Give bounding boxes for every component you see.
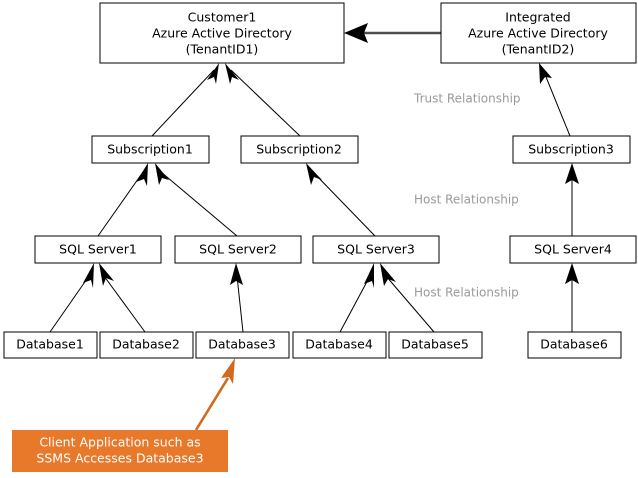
node-subscription1[interactable]: Subscription1 bbox=[91, 135, 210, 164]
database4-label: Database4 bbox=[305, 337, 373, 352]
node-database1[interactable]: Database1 bbox=[3, 331, 98, 359]
database2-label: Database2 bbox=[112, 337, 180, 352]
node-database5[interactable]: Database5 bbox=[388, 331, 483, 359]
callout-client-application[interactable]: Client Application such as SSMS Accesses… bbox=[12, 430, 228, 472]
edge-subscription3-to-integrated bbox=[539, 63, 571, 137]
subscription1-label: Subscription1 bbox=[107, 142, 193, 157]
node-database6[interactable]: Database6 bbox=[527, 331, 622, 359]
label-trust-relationship: Trust Relationship bbox=[413, 92, 521, 106]
sqlserver2-label: SQL Server2 bbox=[199, 242, 277, 257]
sqlserver3-label: SQL Server3 bbox=[337, 242, 415, 257]
sqlserver4-label: SQL Server4 bbox=[534, 242, 612, 257]
node-sqlserver1[interactable]: SQL Server1 bbox=[34, 235, 162, 264]
edge-database1-to-sqlserver1 bbox=[49, 263, 94, 333]
integrated-line1: Integrated bbox=[505, 10, 570, 25]
edge-sqlserver4-to-subscription3 bbox=[565, 163, 579, 236]
edge-database6-to-sqlserver4 bbox=[565, 263, 579, 332]
subscription2-label: Subscription2 bbox=[256, 142, 342, 157]
edge-sqlserver3-to-subscription2 bbox=[306, 163, 376, 237]
edge-database3-to-sqlserver2 bbox=[230, 263, 244, 333]
node-customer1-aad[interactable]: Customer1 Azure Active Directory (Tenant… bbox=[99, 2, 345, 64]
node-database3[interactable]: Database3 bbox=[195, 331, 290, 359]
node-subscription3[interactable]: Subscription3 bbox=[512, 135, 631, 164]
node-database4[interactable]: Database4 bbox=[292, 331, 387, 359]
callout-arrow bbox=[194, 358, 235, 431]
database1-label: Database1 bbox=[16, 337, 84, 352]
integrated-line2: Azure Active Directory bbox=[468, 26, 608, 41]
customer1-line2: Azure Active Directory bbox=[152, 26, 292, 41]
integrated-line3: (TenantID2) bbox=[502, 42, 575, 57]
edge-subscription1-to-customer1 bbox=[151, 63, 219, 137]
label-host-relationship-database: Host Relationship bbox=[414, 286, 519, 300]
customer1-line3: (TenantID1) bbox=[186, 42, 259, 57]
edge-database2-to-sqlserver1 bbox=[99, 263, 146, 333]
node-integrated-aad[interactable]: Integrated Azure Active Directory (Tenan… bbox=[440, 2, 637, 64]
edge-sqlserver1-to-subscription1 bbox=[97, 163, 148, 237]
node-sqlserver2[interactable]: SQL Server2 bbox=[174, 235, 302, 264]
database5-label: Database5 bbox=[401, 337, 469, 352]
edge-subscription2-to-customer1 bbox=[225, 63, 301, 137]
database3-label: Database3 bbox=[208, 337, 276, 352]
sqlserver1-label: SQL Server1 bbox=[59, 242, 137, 257]
label-host-relationship-subscription: Host Relationship bbox=[414, 193, 519, 207]
callout-line1: Client Application such as bbox=[39, 435, 200, 450]
edge-trust-integrated-to-customer1 bbox=[344, 23, 441, 43]
customer1-line1: Customer1 bbox=[188, 10, 257, 25]
node-sqlserver4[interactable]: SQL Server4 bbox=[509, 235, 637, 264]
edge-sqlserver2-to-subscription1 bbox=[155, 163, 238, 237]
node-sqlserver3[interactable]: SQL Server3 bbox=[312, 235, 440, 264]
node-database2[interactable]: Database2 bbox=[99, 331, 194, 359]
callout-line2: SSMS Accesses Database3 bbox=[36, 451, 203, 466]
node-subscription2[interactable]: Subscription2 bbox=[240, 135, 359, 164]
subscription3-label: Subscription3 bbox=[528, 142, 614, 157]
edge-database4-to-sqlserver3 bbox=[339, 263, 374, 333]
edge-database5-to-sqlserver3 bbox=[380, 263, 435, 333]
database6-label: Database6 bbox=[540, 337, 608, 352]
